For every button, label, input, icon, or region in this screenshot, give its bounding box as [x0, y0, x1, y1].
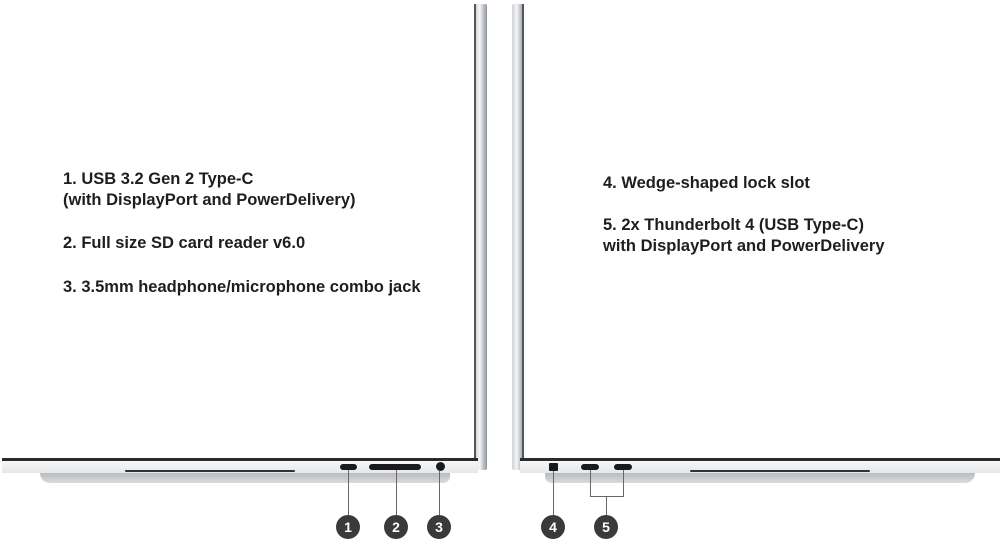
feature-5-title: 5. 2x Thunderbolt 4 (USB Type-C) — [603, 216, 864, 234]
leader-line-2 — [396, 470, 397, 515]
callout-badge-3: 3 — [427, 515, 451, 539]
left-base-underside — [40, 473, 450, 483]
leader-line-5a — [590, 470, 591, 496]
right-base — [520, 458, 1000, 473]
right-lid — [512, 4, 524, 470]
headphone-jack — [436, 462, 445, 471]
callout-badge-5: 5 — [594, 515, 618, 539]
sd-card-slot — [369, 464, 421, 470]
callout-badge-4: 4 — [541, 515, 565, 539]
leader-line-3 — [439, 471, 440, 515]
left-lid-edge — [474, 4, 476, 470]
left-lid — [475, 4, 487, 470]
usb-c-port — [340, 464, 357, 470]
feature-1-subtitle: (with DisplayPort and PowerDelivery) — [63, 191, 356, 209]
leader-line-1 — [348, 470, 349, 515]
thunderbolt-port-2 — [614, 464, 632, 470]
right-base-underside — [545, 473, 975, 483]
feature-3-title: 3. 3.5mm headphone/microphone combo jack — [63, 278, 421, 296]
feature-2-title: 2. Full size SD card reader v6.0 — [63, 234, 306, 252]
lock-slot — [549, 463, 558, 471]
left-vent — [125, 470, 295, 472]
leader-line-4 — [553, 471, 554, 515]
thunderbolt-port-1 — [581, 464, 599, 470]
callout-badge-1: 1 — [336, 515, 360, 539]
feature-5-subtitle: with DisplayPort and PowerDelivery — [603, 237, 885, 255]
callout-badge-2: 2 — [384, 515, 408, 539]
leader-line-5b — [623, 470, 624, 496]
left-base — [2, 458, 478, 473]
right-vent — [690, 470, 870, 472]
leader-line-5-join — [590, 496, 624, 497]
right-lid-edge — [522, 4, 524, 470]
feature-1-title: 1. USB 3.2 Gen 2 Type-C — [63, 170, 254, 188]
leader-line-5 — [606, 496, 607, 515]
feature-4-title: 4. Wedge-shaped lock slot — [603, 174, 810, 192]
